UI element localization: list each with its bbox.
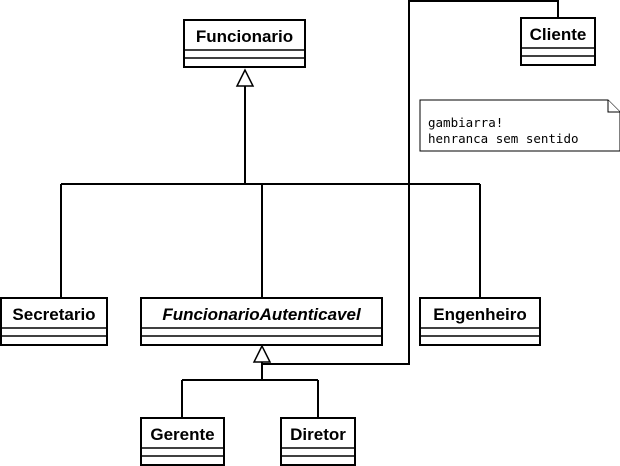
class-gerente[interactable]: Gerente (140, 417, 225, 466)
class-name-funcionarioautenticavel: FuncionarioAutenticavel (162, 305, 362, 324)
note: gambiarra! henranca sem sentido (419, 99, 620, 152)
class-engenheiro[interactable]: Engenheiro (419, 297, 541, 346)
class-name-funcionario: Funcionario (196, 27, 293, 46)
class-secretario[interactable]: Secretario (0, 297, 108, 346)
class-name-diretor: Diretor (290, 425, 346, 444)
note-line-2: henranca sem sentido (428, 131, 579, 146)
note-line-1: gambiarra! (428, 115, 503, 130)
generalization-arrowhead-funcionario (235, 68, 255, 87)
class-cliente[interactable]: Cliente (520, 17, 596, 66)
inheritance-edges-funcionarioautenticavel (181, 0, 559, 418)
class-name-cliente: Cliente (530, 25, 587, 44)
class-funcionarioautenticavel[interactable]: FuncionarioAutenticavel (140, 297, 383, 346)
class-funcionario[interactable]: Funcionario (183, 19, 306, 68)
note-box (419, 99, 620, 152)
edge-cliente-to-funcionarioautenticavel (262, 0, 559, 365)
inheritance-edges-funcionario (60, 86, 481, 298)
generalization-arrowhead-funcionarioautenticavel (252, 344, 272, 363)
class-name-engenheiro: Engenheiro (433, 305, 527, 324)
class-name-secretario: Secretario (12, 305, 95, 324)
note-folded-corner (607, 100, 620, 113)
class-diretor[interactable]: Diretor (280, 417, 356, 466)
class-name-gerente: Gerente (150, 425, 214, 444)
